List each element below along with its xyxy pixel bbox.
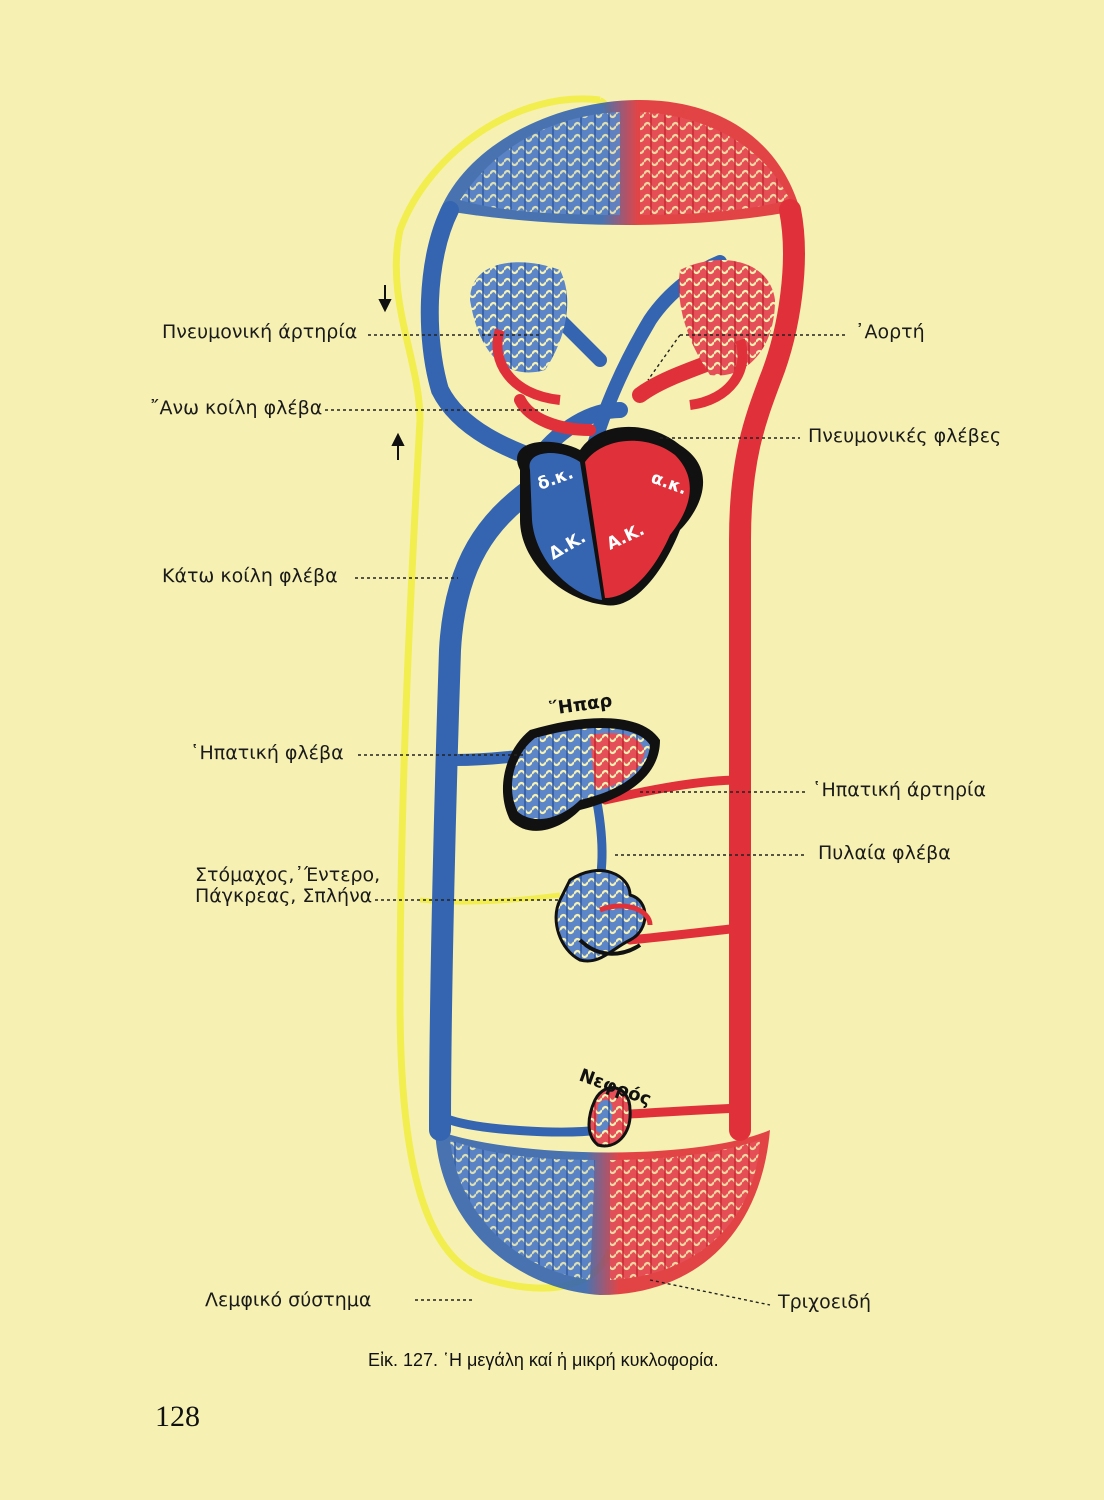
leader-lines (325, 334, 845, 1306)
label-hepatic-vein: ῾Ηπατική φλέβα (190, 742, 344, 764)
kidney: Νεφρός (576, 1065, 654, 1148)
label-lymphatic-system: Λεμφικό σύστημα (205, 1289, 372, 1311)
label-superior-vena-cava: ῎Ανω κοίλη φλέβα (150, 397, 323, 419)
page-number: 128 (155, 1400, 200, 1433)
flow-arrows (378, 285, 405, 460)
heart: δ.κ. α.κ. Δ.Κ. Α.Κ. (517, 426, 704, 606)
venous-system (420, 201, 727, 1141)
lung-capillaries (470, 260, 775, 410)
label-hepatic-artery: ῾Ηπατική άρτηρία (812, 779, 986, 801)
liver: ῞Ηπαρ (502, 690, 660, 831)
label-pulmonary-veins: Πνευμονικές φλέβες (808, 425, 1002, 447)
figure-caption: Εἰκ. 127. ῾Η μεγάλη καί ἡ μικρή κυκλοφορ… (368, 1350, 719, 1370)
digestive-organs (554, 869, 653, 963)
label-capillaries: Τριχοειδή (778, 1291, 872, 1313)
arterial-system (514, 199, 805, 1141)
liver-label: ῞Ηπαρ (548, 690, 614, 720)
label-aorta: ᾿Αορτή (855, 321, 925, 343)
label-portal-vein: Πυλαία φλέβα (818, 842, 951, 864)
lower-capillary-bed (435, 1130, 770, 1295)
label-pulmonary-artery: Πνευμονική άρτηρία (162, 321, 358, 343)
upper-capillary-bed (440, 100, 800, 225)
label-inferior-vena-cava: Κάτω κοίλη φλέβα (162, 565, 338, 587)
label-stomach-group: Στόμαχος,᾿Έντερο, Πάγκρεας, Σπλήνα (195, 864, 381, 907)
